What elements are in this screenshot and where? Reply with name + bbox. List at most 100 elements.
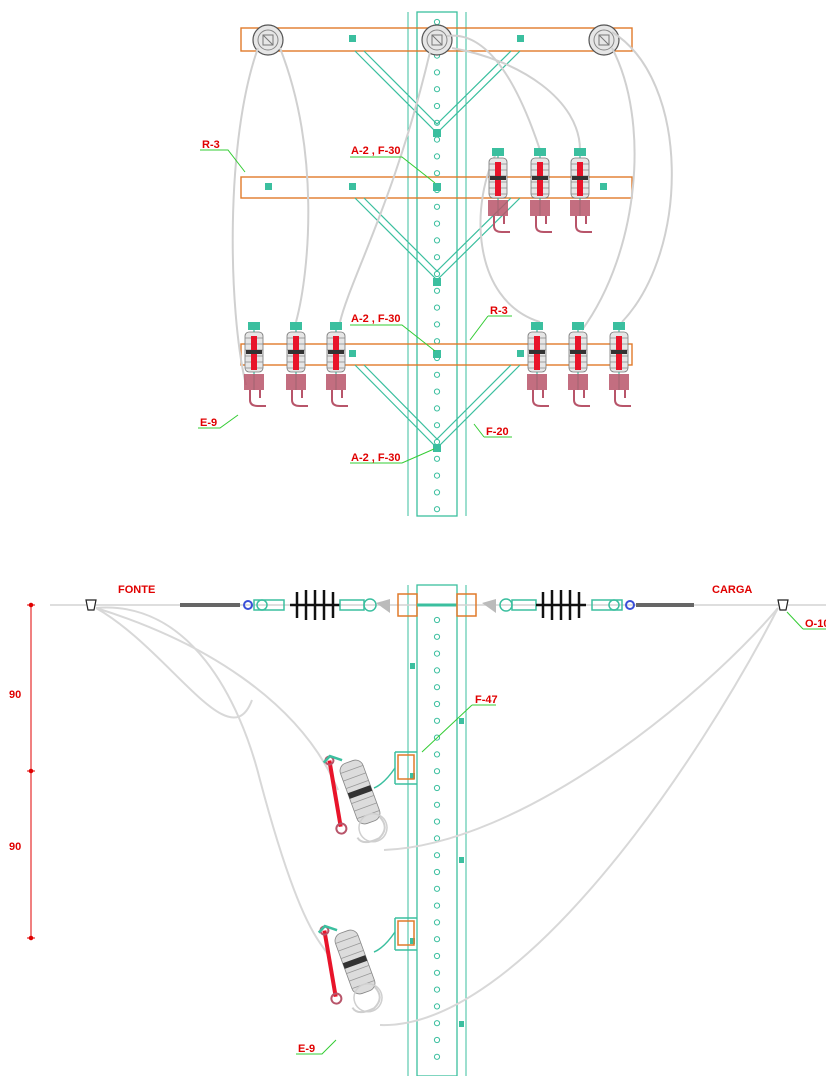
pole-hole [433, 506, 441, 513]
pole-hole [433, 633, 441, 640]
pole-hole [433, 203, 441, 210]
pole-hole [433, 422, 441, 429]
pole-hole [433, 700, 441, 708]
label-o10: O-10 [805, 618, 826, 630]
jumper-cables-side [95, 606, 779, 1027]
label-r3-right: R-3 [490, 305, 508, 317]
top-view: R-3 A-2 , F-30 A-2 , F-30 R-3 E-9 F-20 A… [198, 11, 673, 517]
pole-studs [410, 663, 464, 1027]
pole-hole [433, 170, 441, 177]
pin-insulator-icon [421, 24, 453, 56]
dimension-upper: 90 [9, 689, 21, 701]
pole-hole [433, 455, 441, 462]
pole-hole [433, 885, 441, 892]
pole-hole [433, 304, 441, 311]
jumper-cables-top [231, 31, 673, 386]
suspension-string-left [180, 590, 418, 620]
pole-hole [433, 1003, 441, 1010]
crossarm-braces [354, 50, 521, 449]
label-a2-f30-middle: A-2 , F-30 [351, 313, 401, 325]
label-r3-left: R-3 [202, 139, 220, 151]
fuse-switch-icon [325, 321, 349, 407]
pole-hole [433, 321, 441, 328]
dimension-line [27, 602, 35, 941]
dead-end-clamp-icon [777, 599, 789, 611]
pole-hole [433, 18, 441, 26]
pole-hole [433, 237, 441, 244]
pole-hole [433, 801, 441, 808]
label-a2-f30-lower: A-2 , F-30 [351, 452, 401, 464]
suspension-insulator-icon [290, 590, 340, 620]
pole-hole [433, 717, 441, 724]
fuse-switch-icon [529, 147, 553, 233]
pole-hole [433, 868, 441, 876]
side-view: 90 90 FONTE CARGA O-10 F-47 E-9 [9, 584, 826, 1076]
pole-hole [433, 69, 441, 76]
pole-hole [433, 405, 441, 412]
pole-hole [433, 489, 441, 496]
fuse-switch-icon [608, 321, 632, 407]
label-fonte: FONTE [118, 584, 155, 596]
pole-hole [433, 835, 441, 842]
pole-side-view [407, 584, 467, 1076]
pole-hole [433, 768, 441, 775]
fuse-switch-icon [310, 743, 393, 855]
pole-hole [433, 287, 441, 294]
pole-hole [433, 616, 441, 624]
fuse-switch-icon [285, 321, 309, 407]
label-f47: F-47 [475, 694, 498, 706]
pole-hole [433, 86, 441, 93]
label-a2-f30-upper: A-2 , F-30 [351, 145, 401, 157]
pole-hole [433, 667, 441, 674]
pole-hole [433, 388, 441, 395]
pole-hole [433, 1053, 441, 1060]
pole-hole [433, 936, 441, 943]
pole-hole [433, 919, 441, 926]
pole-hole [433, 969, 441, 976]
dead-end-clamp-icon [85, 599, 97, 611]
pole-hole [433, 136, 441, 143]
label-e9-top: E-9 [200, 417, 217, 429]
pole-hole [433, 254, 441, 261]
leader-lines-top [198, 149, 512, 464]
pole-hole [433, 438, 441, 446]
fuse-switch-icon [526, 321, 550, 407]
bolts [265, 35, 607, 452]
leader-lines-side [296, 611, 826, 1055]
pole-hole [433, 818, 441, 825]
pole-top-view [407, 11, 467, 517]
pole-hole [433, 751, 441, 758]
pole-hole [433, 270, 441, 278]
pole-hole [433, 902, 441, 909]
label-f20: F-20 [486, 426, 509, 438]
pin-insulator-icon [588, 24, 620, 56]
fuse-switch-icon [305, 913, 388, 1025]
suspension-insulator-icon [536, 590, 586, 620]
label-carga: CARGA [712, 584, 752, 596]
fuse-switch-icon [243, 321, 267, 407]
dimension-lower: 90 [9, 841, 21, 853]
pole-hole [433, 986, 441, 993]
pole-hole [433, 102, 441, 110]
pole-hole [433, 338, 441, 345]
pole-hole [433, 784, 441, 792]
pole-hole [433, 734, 441, 741]
pole-holes [433, 616, 441, 1060]
pole-hole [433, 1036, 441, 1044]
pole-hole [433, 472, 441, 479]
pole-hole [433, 952, 441, 960]
pole-hole [433, 650, 441, 657]
pole-hole [433, 684, 441, 691]
pole-hole [433, 1020, 441, 1027]
pole-hole [433, 852, 441, 859]
fuse-switch-icon [569, 147, 593, 233]
pole-hole [433, 371, 441, 378]
pole-hole [433, 220, 441, 227]
mounting-bracket [373, 751, 417, 953]
pole-hole [433, 119, 441, 126]
fuse-switch-icon [567, 321, 591, 407]
pole-hole [433, 153, 441, 160]
label-e9-side: E-9 [298, 1043, 315, 1055]
suspension-string-right [456, 590, 694, 620]
